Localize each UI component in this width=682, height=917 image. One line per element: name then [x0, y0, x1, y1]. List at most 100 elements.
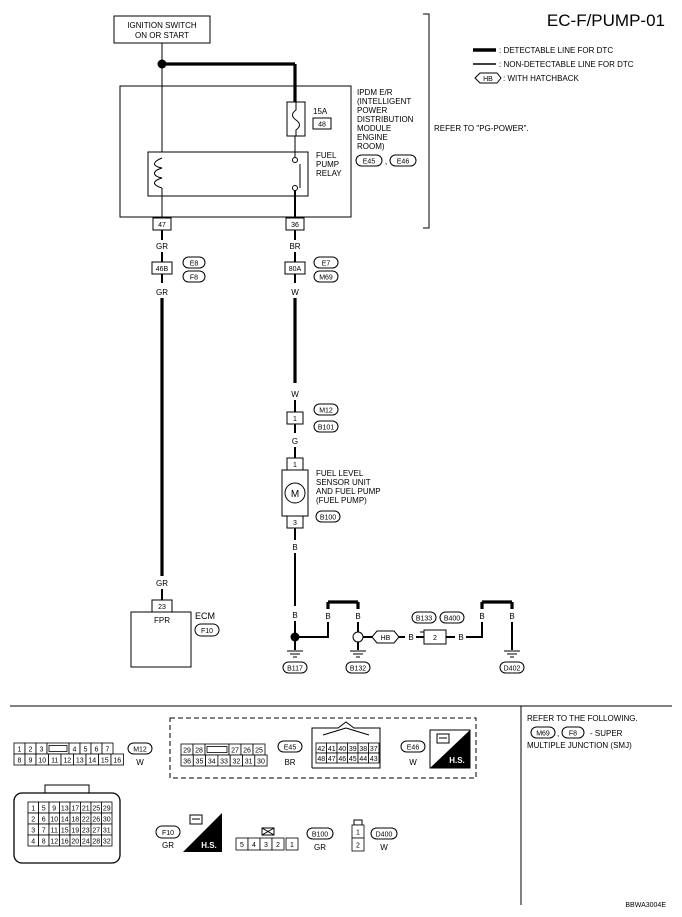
e46-pin: 44	[359, 756, 367, 763]
ignition-line2: ON OR START	[135, 31, 189, 40]
e45-pin: 29	[183, 747, 191, 754]
ground-d402: D402	[504, 666, 521, 673]
fuel-pump-unit	[281, 469, 309, 517]
ground-b-label-1: B	[292, 611, 297, 620]
footer-code: BBWA3004E	[625, 902, 666, 909]
f10-pin: 18	[71, 816, 79, 823]
b100-lock-icon	[261, 827, 275, 836]
connector-e45-color: BR	[284, 758, 295, 767]
ipdm-conn-e45-oval	[355, 154, 383, 167]
f10-pin: 30	[103, 816, 111, 823]
b100-pin: 5	[240, 842, 244, 849]
ecm-conn: F10	[201, 628, 213, 635]
ecm-box	[130, 611, 192, 668]
ground-b117: B117	[287, 666, 303, 673]
conn-e7: E7	[322, 261, 331, 268]
conn-f8: F8	[190, 275, 198, 282]
connector-m12-oval	[127, 742, 153, 755]
fuse-15a	[286, 101, 306, 137]
f10-pin: 23	[82, 827, 90, 834]
junction-80a: 80A	[289, 266, 302, 273]
e46-pin-cell	[368, 752, 380, 764]
f10-pin: 17	[71, 805, 79, 812]
m12-pin: 13	[76, 757, 84, 764]
ground-hb: HB	[381, 635, 391, 642]
fuel-pump-relay	[147, 151, 309, 197]
b100-pin: 2	[276, 842, 280, 849]
f10-pin: 28	[92, 838, 100, 845]
e45-pin: 35	[196, 758, 204, 765]
e46-pin: 38	[359, 746, 367, 753]
diagram-title: EC-F/PUMP-01	[547, 11, 665, 30]
m12-pin: 4	[73, 746, 77, 753]
conn-m12-oval	[313, 403, 339, 416]
ipdm-bracket	[423, 13, 430, 229]
right-wire-color-w: W	[291, 288, 299, 297]
connector-e46-oval	[400, 740, 426, 753]
hs-badge-f10	[183, 813, 222, 852]
e46-pin: 47	[328, 756, 336, 763]
b100-pin-cell	[285, 837, 299, 851]
connector-d400-oval	[370, 827, 398, 840]
e45-pin-cell	[254, 754, 268, 767]
m12-pin: 15	[101, 757, 109, 764]
e45-pin: 33	[220, 758, 228, 765]
ground-b-label-2: B	[325, 612, 330, 621]
ipdm-name-0: IPDM E/R	[357, 88, 393, 97]
legend: : DETECTABLE LINE FOR DTC : NON-DETECTAB…	[473, 46, 634, 84]
footer-smj-f8: F8	[569, 731, 577, 738]
f10-pin: 21	[82, 805, 90, 812]
f10-pin: 9	[52, 805, 56, 812]
connector-b100-name: B100	[312, 832, 328, 839]
ecm-signal: FPR	[154, 616, 170, 625]
f10-pin: 19	[71, 827, 79, 834]
connector-f10-oval	[155, 825, 181, 839]
ipdm-conn-e46: E46	[397, 159, 410, 166]
fuse-amp: 15A	[313, 107, 328, 116]
f10-pin: 16	[61, 838, 69, 845]
m12-pin: 7	[106, 746, 110, 753]
d400-tab	[353, 819, 363, 826]
relay-label-0: FUEL	[316, 151, 337, 160]
ground-b132-oval	[345, 661, 371, 674]
ipdm-name-6: ROOM)	[357, 142, 385, 151]
pump-motor: M	[291, 489, 299, 500]
f10-pin: 10	[50, 816, 58, 823]
ignition-line1: IGNITION SWITCH	[127, 21, 197, 30]
ground-b-label-5: B	[458, 633, 463, 642]
e46-pin: 42	[317, 746, 325, 753]
fuse-number: 48	[318, 122, 326, 129]
e46-pin: 39	[349, 746, 357, 753]
ground-symbol-b132	[350, 650, 366, 658]
ipdm-module	[119, 85, 352, 218]
pump-name-3: (FUEL PUMP)	[316, 496, 367, 505]
ipdm-name-2: POWER	[357, 106, 387, 115]
ground-splice-b117	[290, 632, 300, 642]
f10-pin: 13	[61, 805, 69, 812]
m12-pin: 11	[51, 757, 58, 764]
conn-e8: E8	[190, 261, 199, 268]
ecm-name: ECM	[195, 611, 215, 621]
ipdm-connector-area	[169, 717, 477, 779]
connector-e45-name: E45	[284, 745, 297, 752]
ground-b-label-6: B	[479, 612, 484, 621]
hs-label-e46: H.S.	[449, 756, 465, 765]
connector-e45-oval	[277, 740, 303, 753]
ipdm-name-3: DISTRIBUTION	[357, 115, 414, 124]
m12-pin: 1	[293, 416, 297, 423]
f10-pin: 25	[92, 805, 100, 812]
e45-pin: 32	[232, 758, 240, 765]
b100-pin: 4	[252, 842, 256, 849]
connector-d400-color: W	[380, 843, 388, 852]
junction-46b: 46B	[156, 266, 169, 273]
f10-pin-cell	[101, 834, 113, 847]
conn-b101-oval	[313, 420, 339, 433]
footer-refer-title: REFER TO THE FOLLOWING.	[527, 714, 638, 723]
f10-pin: 15	[61, 827, 69, 834]
e46-pin: 37	[370, 746, 378, 753]
e45-pin-key	[206, 746, 228, 753]
ground-junction-pin: 2	[433, 635, 437, 642]
